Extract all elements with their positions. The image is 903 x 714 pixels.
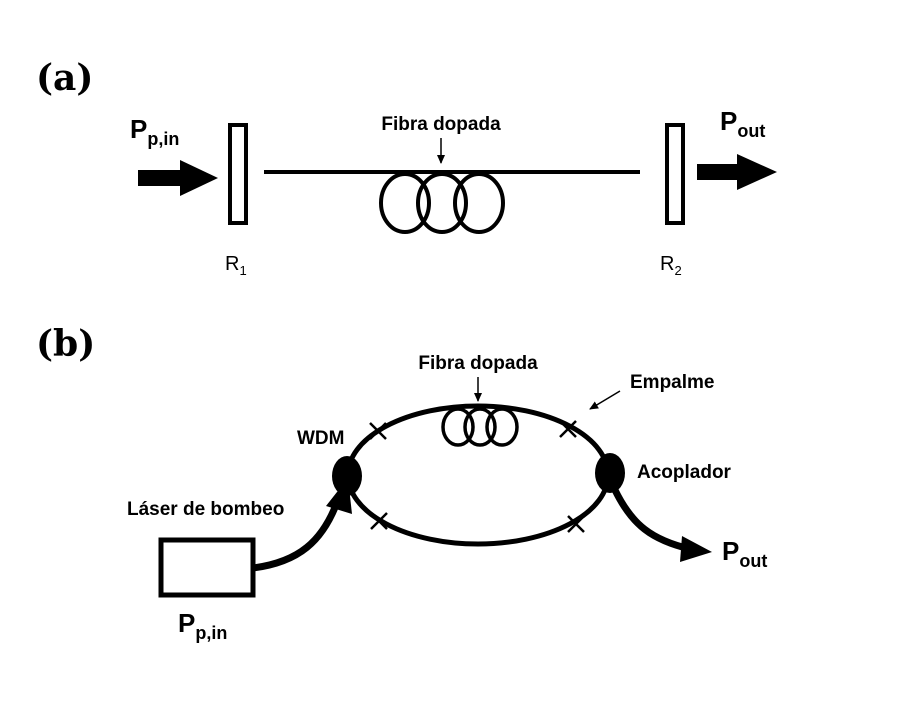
mirror-r1-label: R1	[225, 253, 247, 278]
doped-fiber-label: Fibra dopada	[381, 114, 501, 135]
coupler-label: Acoplador	[637, 462, 732, 483]
panel-a: (a) Pp,in R1 Fibra dopada R2 Pout	[36, 57, 777, 278]
doped-fiber-coil	[379, 172, 505, 234]
output-power-label: Pout	[720, 106, 765, 141]
splice-mark-bottom-left	[370, 512, 388, 530]
splice-mark-top-right	[559, 420, 577, 438]
ring-output-power-label: Pout	[722, 536, 767, 571]
input-arrow	[138, 160, 218, 196]
pump-input-power-label: Pp,in	[178, 608, 227, 643]
mirror-r2	[665, 123, 685, 225]
output-fiber-arrow	[611, 488, 712, 562]
mirror-r1	[228, 123, 248, 225]
wdm-label: WDM	[297, 428, 344, 449]
wdm-component	[332, 456, 362, 496]
output-arrow	[697, 154, 777, 190]
mirror-r2-label: R2	[660, 253, 682, 278]
splice-label: Empalme	[630, 372, 714, 393]
panel-b-label: (b)	[36, 323, 95, 365]
panel-b: (b) Fibra dopada Empalme WDM Acoplador L…	[36, 323, 767, 643]
coupler-component	[595, 453, 625, 493]
pump-laser-box	[158, 537, 256, 598]
splice-mark-top-left	[369, 422, 387, 440]
pump-laser-label: Láser de bombeo	[127, 499, 284, 520]
panel-a-label: (a)	[36, 57, 93, 99]
ring-doped-fiber-coil	[441, 407, 519, 447]
input-power-label: Pp,in	[130, 114, 179, 149]
splice-mark-bottom-right	[567, 515, 585, 533]
pump-fiber-arrow	[252, 478, 352, 572]
splice-pointer	[589, 390, 621, 410]
ring-doped-fiber-label: Fibra dopada	[418, 353, 538, 374]
